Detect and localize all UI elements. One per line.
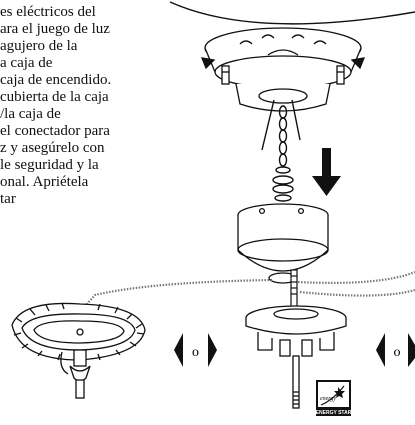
or-label-right: o xyxy=(394,345,401,360)
instruction-line: agujero de la xyxy=(0,38,78,54)
instruction-line: ara el juego de luz xyxy=(0,21,110,37)
instruction-line: cubierta de la caja xyxy=(0,89,109,105)
ceiling-canopy xyxy=(200,27,366,112)
instruction-line: a caja de xyxy=(0,55,53,71)
hanging-chain xyxy=(261,99,301,202)
down-arrow-icon xyxy=(312,148,341,196)
switch-cup-cover xyxy=(245,305,347,409)
instruction-line: /la caja de xyxy=(0,106,61,122)
instruction-line: el conectador para xyxy=(0,123,110,139)
switch-housing xyxy=(237,203,329,284)
connector-wires xyxy=(85,270,415,306)
light-kit-left xyxy=(11,302,146,399)
instruction-line: es eléctricos del xyxy=(0,4,96,20)
energy-star-logo: energy ENERGY STAR xyxy=(316,380,352,416)
instruction-line: caja de encendido. xyxy=(0,72,112,88)
instruction-line: le seguridad y la xyxy=(0,157,99,173)
or-separator-right: o xyxy=(376,333,415,367)
instruction-line: onal. Apriétela xyxy=(0,174,89,190)
energy-star-label: ENERGY STAR xyxy=(316,410,352,416)
instruction-text: es eléctricos del ara el juego de luz ag… xyxy=(0,4,240,208)
or-separator-left: o xyxy=(174,333,217,367)
instruction-line: z y asegúrelo con xyxy=(0,140,105,156)
instruction-line: tar xyxy=(0,191,16,207)
or-label-left: o xyxy=(192,345,199,360)
ceiling-line xyxy=(169,1,415,25)
energy-star-script: energy xyxy=(320,396,336,402)
